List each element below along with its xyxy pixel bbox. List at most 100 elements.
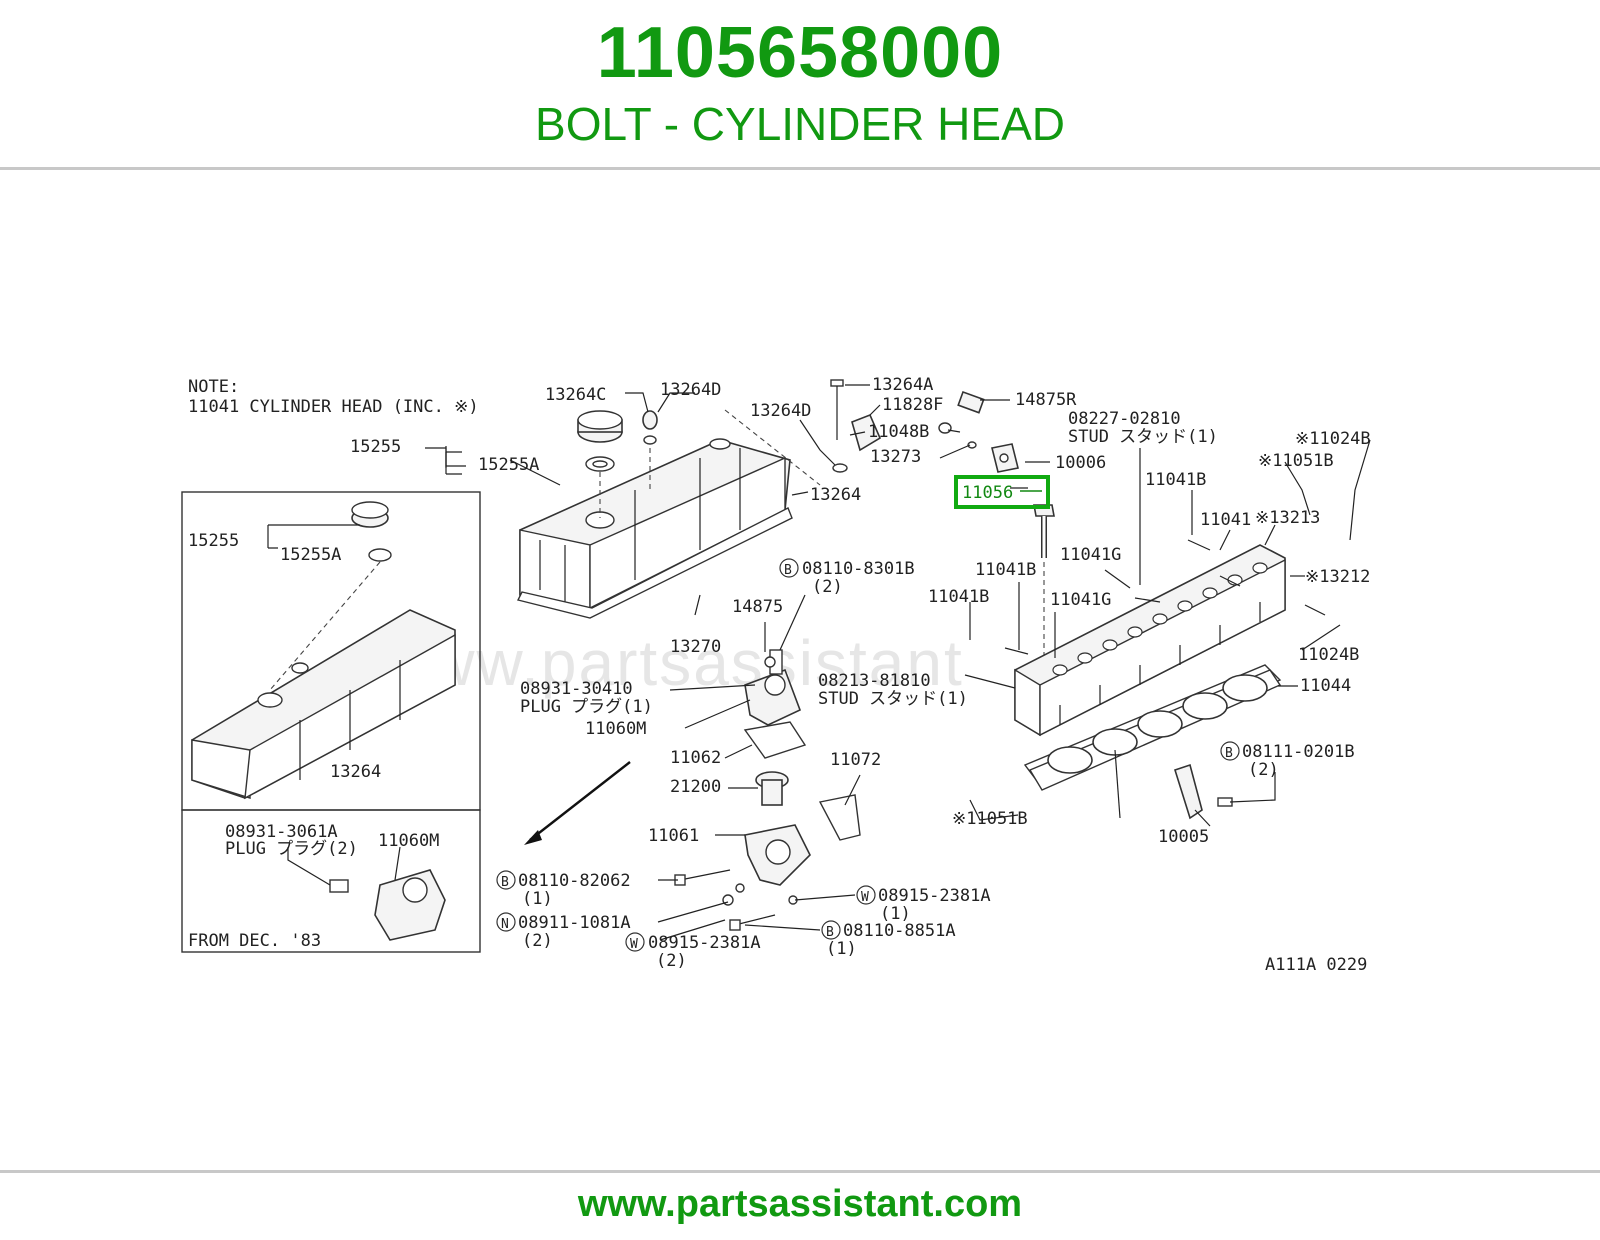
gasket-11072	[818, 794, 861, 841]
circle-B-3: B	[501, 875, 509, 890]
label-15255A-b[interactable]: 15255A	[280, 545, 341, 565]
circle-N: N	[501, 917, 509, 932]
head-studs	[964, 539, 1326, 689]
sensor-11828F	[832, 413, 882, 473]
label-11072[interactable]: 11072	[830, 750, 881, 770]
label-11051B-a[interactable]: ※11051B	[1258, 451, 1334, 471]
label-13270[interactable]: 13270	[670, 637, 721, 657]
label-14875[interactable]: 14875	[732, 597, 783, 617]
label-13264D-b[interactable]: 13264D	[750, 401, 811, 421]
diagram-code: A111A 0229	[1265, 955, 1367, 975]
rocker-cover-inset	[191, 609, 456, 800]
circle-W-1: W	[861, 890, 869, 905]
parts-diagram-svg: www.partsassistant	[181, 375, 1371, 975]
label-08931-30410[interactable]: 08931-30410	[520, 679, 633, 699]
bolts-bottom	[674, 869, 798, 931]
head-gasket-11044	[1023, 664, 1282, 791]
label-13264-a[interactable]: 13264	[810, 485, 861, 505]
label-11041G-a[interactable]: 11041G	[1060, 545, 1121, 565]
label-11828F[interactable]: 11828F	[882, 395, 943, 415]
circle-markers	[496, 558, 1240, 952]
label-qty-2-d: (2)	[656, 951, 687, 971]
label-13264D-a[interactable]: 13264D	[660, 380, 721, 400]
leader-lines	[267, 384, 1371, 941]
label-stud-2: STUD スタッド(1)	[818, 689, 968, 709]
page-header: 1105658000 BOLT - CYLINDER HEAD	[0, 0, 1600, 168]
front-arrow-head	[524, 830, 542, 845]
label-11024B-b[interactable]: 11024B	[1298, 645, 1359, 665]
dash-inset-cap	[269, 561, 381, 691]
cylinder-head	[1014, 544, 1286, 737]
gasket-11062	[743, 721, 807, 759]
label-08227-02810[interactable]: 08227-02810	[1068, 409, 1181, 429]
label-08911-1081A[interactable]: 08911-1081A	[518, 913, 631, 933]
inset-box-lower	[181, 809, 481, 953]
sensor-14875R	[938, 390, 985, 449]
label-10005[interactable]: 10005	[1158, 827, 1209, 847]
label-13264C[interactable]: 13264C	[545, 385, 606, 405]
label-08110-82062[interactable]: 08110-82062	[518, 871, 631, 891]
label-11060M-a[interactable]: 11060M	[585, 719, 646, 739]
label-08931-3061A[interactable]: 08931-3061A	[225, 822, 338, 842]
label-11041B-a[interactable]: 11041B	[1145, 470, 1206, 490]
label-13273[interactable]: 13273	[870, 447, 921, 467]
label-14875R[interactable]: 14875R	[1015, 390, 1077, 410]
label-08915-2381A-a[interactable]: 08915-2381A	[878, 886, 991, 906]
thermostat-21200	[755, 771, 789, 806]
bolt-08111	[1217, 797, 1233, 807]
part-number: 1105658000	[596, 13, 1004, 93]
label-08111-0201B[interactable]: 08111-0201B	[1242, 742, 1355, 762]
label-qty-1-a: (1)	[522, 889, 553, 909]
footer-divider	[0, 1170, 1600, 1173]
thermostat-housing-11061	[744, 824, 811, 886]
water-outlet-11060M	[744, 668, 802, 726]
oil-filler-cap-inset	[351, 501, 392, 562]
label-qty-1-c: (1)	[826, 939, 857, 959]
label-13264A[interactable]: 13264A	[872, 375, 933, 395]
label-11056[interactable]: 11056	[962, 483, 1013, 503]
oil-filler-cap-main	[577, 410, 623, 472]
label-11044[interactable]: 11044	[1300, 676, 1351, 696]
label-11041B-c[interactable]: 11041B	[928, 587, 989, 607]
circle-B-2: B	[1225, 746, 1233, 761]
parts-diagram: www.partsassistant	[180, 340, 1420, 1010]
footer-url[interactable]: www.partsassistant.com	[577, 1183, 1023, 1225]
label-11060M-b[interactable]: 11060M	[378, 831, 439, 851]
rocker-cover-main	[519, 438, 791, 610]
bolt-13264A	[830, 379, 844, 440]
label-08110-8851A[interactable]: 08110-8851A	[843, 921, 956, 941]
circle-B-4: B	[826, 925, 834, 940]
label-11024B-a[interactable]: ※11024B	[1295, 429, 1371, 449]
sensor-14875	[764, 656, 776, 668]
label-11041B-b[interactable]: 11041B	[975, 560, 1036, 580]
label-11041[interactable]: 11041	[1200, 510, 1251, 530]
bolt-11056	[1033, 504, 1055, 558]
label-11061[interactable]: 11061	[648, 826, 699, 846]
label-15255A-a[interactable]: 15255A	[478, 455, 539, 475]
note-line2: 11041 CYLINDER HEAD (INC. ※)	[188, 397, 479, 417]
dash-13264D	[724, 409, 821, 486]
front-arrow	[529, 761, 631, 841]
label-11051B-b[interactable]: ※11051B	[952, 809, 1028, 829]
label-08213-81810[interactable]: 08213-81810	[818, 671, 931, 691]
rocker-gasket-13270	[516, 507, 793, 619]
label-11041G-b[interactable]: 11041G	[1050, 590, 1111, 610]
bracket-10006	[991, 443, 1019, 473]
label-qty-2-c: (2)	[522, 931, 553, 951]
label-11048B[interactable]: 11048B	[868, 422, 929, 442]
label-11062[interactable]: 11062	[670, 748, 721, 768]
label-qty-1-b: (1)	[880, 904, 911, 924]
label-13213[interactable]: ※13213	[1255, 508, 1320, 528]
label-08110-8301B[interactable]: 08110-8301B	[802, 559, 915, 579]
label-15255-b[interactable]: 15255	[188, 531, 239, 551]
label-13212[interactable]: ※13212	[1305, 567, 1370, 587]
label-plug-2: PLUG プラグ(2)	[225, 839, 358, 859]
grommet-13264C	[642, 410, 658, 445]
label-21200[interactable]: 21200	[670, 777, 721, 797]
label-10006[interactable]: 10006	[1055, 453, 1106, 473]
label-08915-2381A-b[interactable]: 08915-2381A	[648, 933, 761, 953]
label-15255-a[interactable]: 15255	[350, 437, 401, 457]
label-plug-1: PLUG プラグ(1)	[520, 697, 653, 717]
part-name: BOLT - CYLINDER HEAD	[535, 98, 1065, 150]
label-13264-b[interactable]: 13264	[330, 762, 381, 782]
